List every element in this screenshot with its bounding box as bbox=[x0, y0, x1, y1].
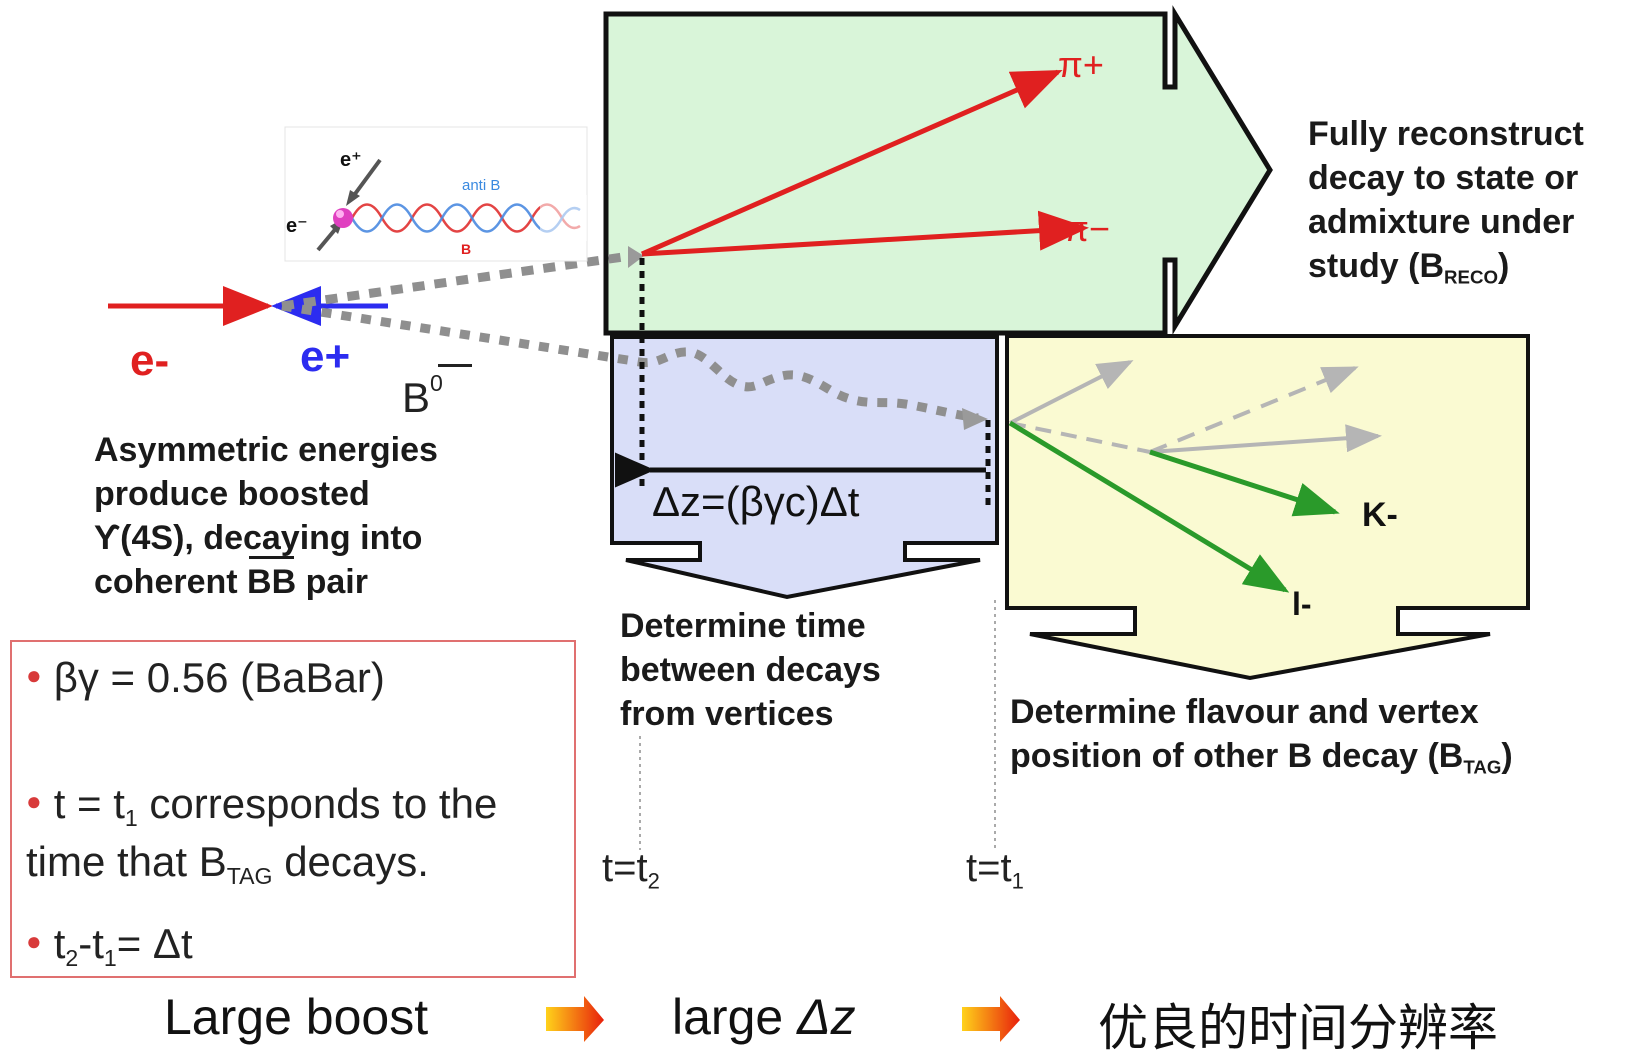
pi-plus-track bbox=[640, 69, 1063, 257]
notes-box bbox=[10, 640, 576, 978]
inset-b: B bbox=[461, 241, 471, 257]
inset-e-plus: e⁺ bbox=[340, 149, 362, 171]
footer-large-boost: Large boost bbox=[164, 989, 429, 1045]
k-minus-label: K- bbox=[1362, 496, 1398, 534]
footer-resolution: 优良的时间分辨率 bbox=[1098, 1000, 1498, 1056]
collision-inset: e⁺ e⁻ anti B B bbox=[284, 126, 588, 262]
reco-block bbox=[603, 5, 1273, 336]
lepton-track bbox=[1008, 420, 1290, 593]
tag-description: Determine flavour and vertex position of… bbox=[1010, 693, 1513, 778]
b-reco-path bbox=[281, 251, 631, 311]
pi-minus-track bbox=[641, 210, 1089, 257]
dz-formula: Δz=(βγc)Δt bbox=[652, 478, 860, 525]
lepton-label: l- bbox=[1292, 586, 1312, 622]
inset-e-minus: e⁻ bbox=[286, 215, 308, 237]
bullet-beta-gamma: ●βγ = 0.56 (BaBar) bbox=[26, 654, 385, 701]
reco-description: Fully reconstruct decay to state or admi… bbox=[1308, 115, 1584, 288]
footer-arrow-2 bbox=[962, 996, 1020, 1042]
bullet-delta-t: ●t2-t1= Δt bbox=[26, 920, 193, 972]
e-minus-label: e- bbox=[130, 336, 170, 385]
pi-plus-label: π+ bbox=[1058, 44, 1104, 85]
footer-large-dz: large Δz bbox=[672, 989, 856, 1045]
bullet-t1: ●t = t1 corresponds to the bbox=[26, 780, 498, 832]
tag-block bbox=[1005, 334, 1530, 681]
t1-label: t=t1 bbox=[966, 846, 1024, 894]
inset-anti-b: anti B bbox=[462, 177, 500, 194]
asymmetric-description: Asymmetric energies produce boosted ϒ(4S… bbox=[94, 428, 438, 604]
footer-arrow-1 bbox=[546, 996, 604, 1042]
k-minus-track bbox=[1149, 449, 1340, 517]
b-tag-path bbox=[281, 301, 979, 423]
t2-label: t=t2 bbox=[602, 846, 660, 894]
dz-description: Determine time between decays from verti… bbox=[620, 607, 881, 733]
bullet-t1-line2: time that BTAG decays. bbox=[26, 838, 429, 890]
b0-label: B0 bbox=[402, 364, 472, 422]
pi-minus-label: π− bbox=[1064, 208, 1110, 249]
e-plus-label: e+ bbox=[300, 332, 351, 381]
